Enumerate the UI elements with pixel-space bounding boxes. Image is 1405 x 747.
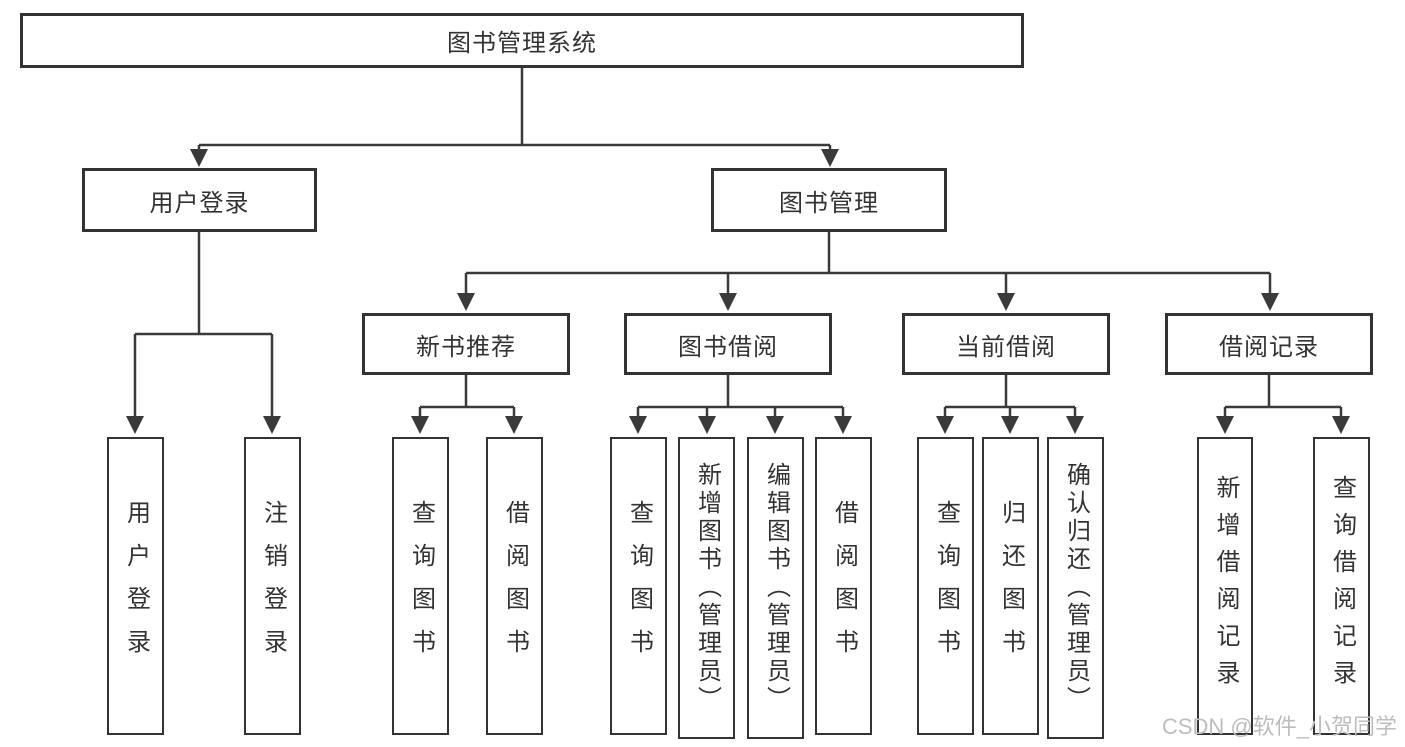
connector-user-login-to-leaves bbox=[126, 231, 281, 434]
node-label: 图书借阅 bbox=[678, 333, 778, 361]
leaf-user-login: 用户登录 bbox=[107, 437, 164, 735]
leaf-query-borrow-record: 查询借阅记录 bbox=[1313, 437, 1370, 735]
node-label: 图书管理 bbox=[779, 189, 879, 217]
leaf-label: 查询借阅记录 bbox=[1328, 475, 1356, 697]
connector-book-borrow-to-leaves bbox=[629, 374, 852, 434]
leaf-add-borrow-record: 新增借阅记录 bbox=[1197, 437, 1253, 735]
leaf-confirm-return-admin: 确认归还（管理员） bbox=[1047, 437, 1104, 739]
leaf-label: 用户登录 bbox=[122, 500, 150, 672]
leaf-label: 借阅图书 bbox=[830, 500, 858, 672]
leaf-borrow-books-borrow: 借阅图书 bbox=[815, 437, 872, 735]
leaf-query-books-current: 查询图书 bbox=[917, 437, 974, 735]
connector-borrow-records-to-leaves bbox=[1216, 374, 1350, 434]
leaf-label: 新增借阅记录 bbox=[1212, 475, 1239, 697]
leaf-label: 查询图书 bbox=[407, 500, 435, 672]
leaf-label: 确认归还（管理员） bbox=[1062, 462, 1090, 714]
leaf-label: 查询图书 bbox=[932, 500, 960, 672]
leaf-label: 编辑图书（管理员） bbox=[762, 462, 790, 714]
leaf-label: 借阅图书 bbox=[501, 500, 529, 672]
node-label: 当前借阅 bbox=[956, 333, 1056, 361]
leaf-query-books-recommend: 查询图书 bbox=[392, 437, 449, 735]
csdn-watermark: CSDN @软件_小贺同学 bbox=[1161, 714, 1397, 739]
node-new-book-recommend: 新书推荐 bbox=[362, 313, 570, 375]
node-book-management: 图书管理 bbox=[711, 168, 947, 232]
connector-new-book-recommend-to-leaves bbox=[411, 374, 523, 434]
leaf-return-book: 归还图书 bbox=[982, 437, 1039, 735]
node-current-borrow: 当前借阅 bbox=[902, 313, 1110, 375]
leaf-add-book-admin: 新增图书（管理员） bbox=[678, 437, 735, 739]
leaf-label: 归还图书 bbox=[997, 500, 1025, 672]
node-borrow-records: 借阅记录 bbox=[1165, 313, 1373, 375]
node-label: 新书推荐 bbox=[416, 333, 516, 361]
leaf-label: 查询图书 bbox=[625, 500, 653, 672]
leaf-edit-book-admin: 编辑图书（管理员） bbox=[747, 437, 804, 739]
node-user-login: 用户登录 bbox=[82, 168, 317, 232]
node-library-management-system: 图书管理系统 bbox=[20, 13, 1024, 68]
leaf-query-books-borrow: 查询图书 bbox=[610, 437, 667, 735]
connector-current-borrow-to-leaves bbox=[936, 374, 1084, 434]
connector-root-to-level2 bbox=[190, 67, 839, 167]
connector-book-management-to-level3 bbox=[457, 231, 1279, 311]
leaf-label: 注销登录 bbox=[259, 500, 287, 672]
leaf-logout: 注销登录 bbox=[244, 437, 301, 735]
leaf-borrow-books-recommend: 借阅图书 bbox=[486, 437, 543, 735]
leaf-label: 新增图书（管理员） bbox=[693, 462, 721, 714]
node-book-borrow: 图书借阅 bbox=[624, 313, 832, 375]
node-label: 图书管理系统 bbox=[447, 30, 597, 57]
node-label: 借阅记录 bbox=[1219, 333, 1319, 361]
node-label: 用户登录 bbox=[149, 189, 250, 217]
